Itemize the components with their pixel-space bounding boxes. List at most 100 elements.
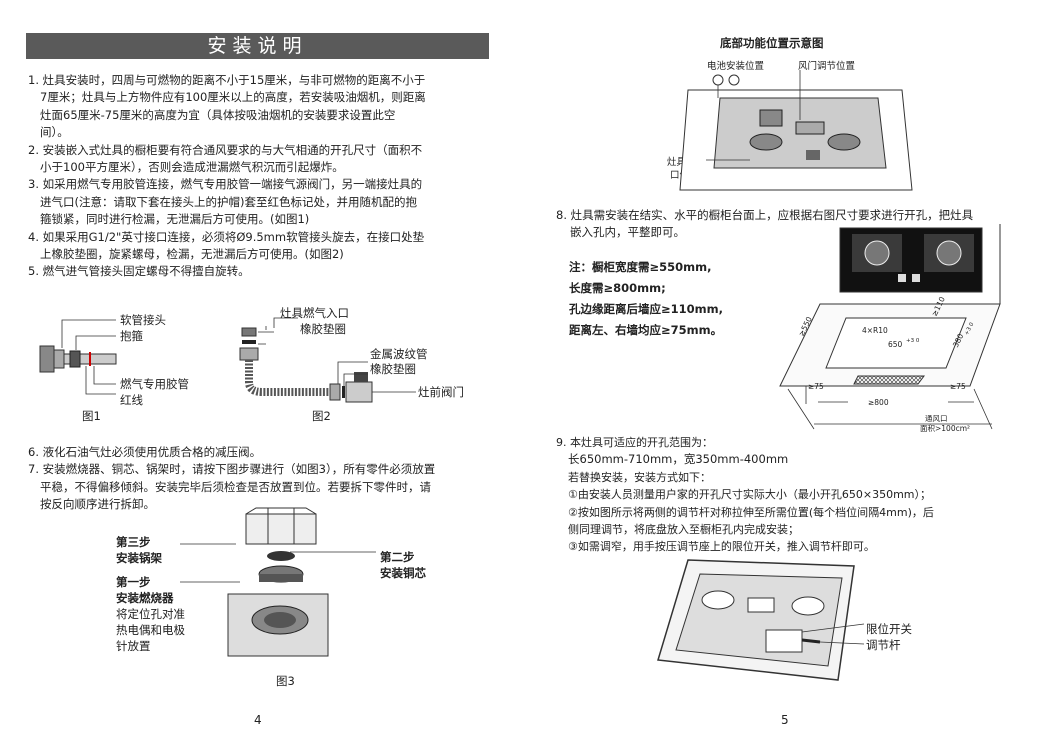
fig2-label-corrugated: 金属波纹管: [370, 347, 428, 361]
valve-body: [345, 381, 373, 403]
tray-leader-lines: [801, 623, 865, 645]
instruction-8: 8. 灶具需安装在结实、水平的橱柜台面上，应根据右图尺寸要求进行开孔，把灶具 嵌…: [556, 208, 974, 240]
fig3-leader-lines: [180, 543, 376, 583]
note-0: 注：橱柜宽度需≥550mm,: [569, 260, 712, 274]
instruction-2: 2. 安装嵌入式灶具的橱柜要有符合通风要求的与大气相通的开孔尺寸（面积不 小于1…: [28, 142, 423, 175]
knob-left: [898, 274, 906, 282]
fig1-label-clamp: 抱箍: [120, 329, 143, 343]
label-damper-position: 风门调节位置: [798, 61, 856, 72]
item9-method: 若替换安装，安装方式如下：: [568, 470, 711, 484]
fig1-caption: 图1: [82, 409, 101, 423]
dim-800: ≥800: [868, 398, 889, 407]
fig3-step3-desc: 安装锅架: [116, 551, 162, 565]
dimension-lines: [787, 386, 993, 430]
bottom-function-diagram: [679, 70, 913, 191]
fig3-step1-desc-3: 针放置: [116, 639, 151, 653]
item9-step-1: ②按如图所示将两侧的调节杆对称拉伸至所需位置(每个档位间隔4mm)，后: [568, 505, 934, 519]
note-2: 孔边缘距离后墙应≥110mm,: [569, 302, 723, 316]
leader-lines: [61, 319, 116, 395]
instruction-4: 4. 如果采用G1/2"英寸接口连接，必须将Ø9.5mm软管接头旋去，在接口处垫…: [28, 229, 425, 262]
fig3-step2-desc: 安装铜芯: [380, 566, 426, 580]
pot-support: [245, 507, 317, 545]
burner-ring-left: [864, 240, 890, 266]
nut-2: [329, 383, 341, 401]
item9-step-0: ①由安装人员测量用户家的开孔尺寸实际大小（最小开孔650×350mm）；: [568, 488, 931, 502]
fig1-label-gas-hose: 燃气专用胶管: [120, 377, 189, 391]
damper-slot: [795, 121, 825, 135]
burner: [258, 565, 304, 583]
figure-1-hose-diagram: [39, 319, 117, 395]
fig2-label-washer-1: 橡胶垫圈: [300, 322, 346, 336]
bottom-diagram-title: 底部功能位置示意图: [720, 36, 824, 50]
fig2-label-inlet: 灶具燃气入口: [280, 306, 349, 320]
note-1: 长度需≥800mm;: [569, 281, 666, 295]
nut-1: [239, 347, 259, 361]
cabinet-notes: 注：橱柜宽度需≥550mm, 长度需≥800mm; 孔边缘距离后墙应≥110mm…: [569, 257, 723, 341]
knob-right: [912, 274, 920, 282]
dim-650-tolerance: +3 0: [906, 338, 920, 344]
vent-opening: [853, 375, 925, 385]
page-number-right: 5: [781, 713, 789, 727]
cutout-dimension-diagram: [779, 224, 1001, 430]
label-battery-position: 电池安装位置: [707, 61, 765, 72]
burner-left: [749, 133, 783, 151]
dim-75-left: ≥75: [808, 382, 824, 391]
valve-handle: [354, 372, 368, 382]
fig3-step1-desc-2: 热电偶和电极: [116, 623, 185, 637]
vent-area: 面积>100cm²: [920, 424, 971, 433]
item9-step-2: 侧同理调节，将底盘放入至橱柜孔内完成安装；: [568, 523, 799, 537]
figure-2-corrugated-pipe-diagram: [239, 317, 416, 403]
instruction-5: 5. 燃气进气管接头固定螺母不得擅自旋转。: [28, 264, 250, 279]
fig2-label-washer-2: 橡胶垫圈: [370, 362, 416, 376]
tray-burner-left: [701, 590, 735, 610]
instruction-1: 1. 灶具安装时，四周与可燃物的距离不小于15厘米，与非可燃物的距离不小于 7厘…: [28, 73, 426, 140]
fig3-step1-title: 第一步: [116, 575, 151, 589]
adjustable-tray-diagram: [657, 559, 865, 681]
bottom-leader-lines: [706, 70, 801, 161]
fig3-step3-title: 第三步: [116, 535, 151, 549]
instruction-6: 6. 液化石油气灶必须使用优质合格的减压阀。: [28, 445, 262, 459]
tray-center-slot: [747, 597, 775, 613]
label-adjust-rod: 调节杆: [866, 638, 901, 652]
fig2-caption: 图2: [312, 409, 331, 423]
dim-r10: 4×R10: [862, 326, 888, 335]
vent-label: 通风口: [925, 414, 948, 423]
rubber-washer-2: [342, 386, 345, 398]
instructions-list-2: 6. 液化石油气灶必须使用优质合格的减压阀。 7. 安装燃烧器、铜芯、锅架时，请…: [28, 444, 493, 514]
battery-icon-1: [712, 74, 724, 86]
fig2-leader-lines: [258, 317, 416, 393]
dim-650: 650: [888, 340, 903, 349]
stove-base: [227, 593, 329, 657]
adjust-rod: [801, 638, 821, 644]
instruction-9: 9. 本灶具可适应的开孔范围为： 长650mm-710mm，宽350mm-400…: [556, 434, 1026, 556]
fig3-step1-desc-1: 将定位孔对准: [116, 607, 185, 621]
burner-right: [827, 133, 861, 151]
page-number-left: 4: [254, 713, 262, 727]
page-title-banner: 安装说明: [26, 33, 489, 59]
limit-switch-box: [765, 629, 803, 653]
corrugated-pipe: [245, 360, 330, 396]
stove-inlet: [241, 327, 257, 337]
battery-box: [759, 109, 783, 127]
instruction-7: 7. 安装燃烧器、铜芯、锅架时，请按下图步骤进行（如图3），所有零件必须放置 平…: [28, 462, 436, 512]
note-3: 距离左、右墙均应≥75mm。: [569, 323, 723, 337]
fig2-label-valve: 灶前阀门: [418, 385, 464, 399]
tray-inner: [675, 573, 843, 667]
fig3-step1-desc-0: 安装燃烧器: [116, 591, 174, 605]
instruction-3: 3. 如采用燃气专用胶管连接，燃气专用胶管一端接气源阀门，另一端接灶具的 进气口…: [28, 177, 423, 227]
fig1-label-hose-joint: 软管接头: [120, 313, 166, 327]
copper-core: [267, 551, 295, 561]
tray-burner-right: [791, 596, 825, 616]
item9-step-3: ③如需调窄，用手按压调节座上的限位开关，推入调节杆即可。: [568, 540, 875, 554]
fitting-body: [53, 349, 65, 369]
cutout-hole: [825, 317, 967, 369]
burner-ring-right: [936, 240, 962, 266]
figure-3-assembly-diagram: [227, 507, 329, 657]
item9-intro: 9. 本灶具可适应的开孔范围为：: [556, 436, 713, 449]
gas-inlet: [806, 150, 820, 160]
battery-icon-2: [728, 74, 740, 86]
instructions-list-1: 1. 灶具安装时，四周与可燃物的距离不小于15厘米，与非可燃物的距离不小于 7厘…: [28, 72, 490, 281]
rubber-washer-1: [242, 340, 256, 344]
label-limit-switch: 限位开关: [866, 622, 912, 636]
fig3-step2-title: 第二步: [380, 550, 415, 564]
